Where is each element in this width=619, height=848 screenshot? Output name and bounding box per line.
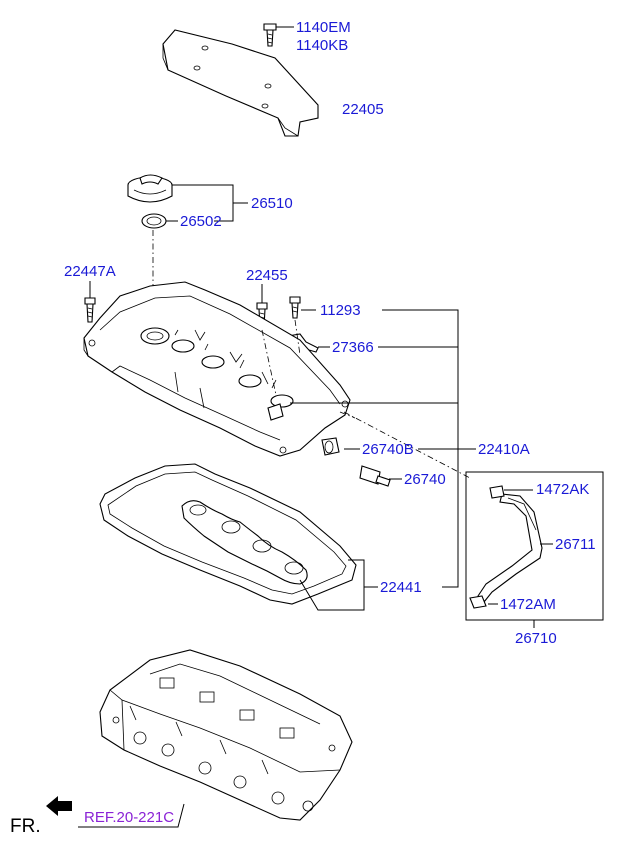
bolt-11293-part <box>289 296 301 319</box>
breather-hose-part <box>469 485 543 609</box>
label-22405[interactable]: 22405 <box>342 101 384 118</box>
label-26510[interactable]: 26510 <box>251 195 293 212</box>
label-11293[interactable]: 11293 <box>320 302 361 319</box>
label-1140em[interactable]: 1140EM <box>296 19 351 36</box>
bolt-22447a-part <box>84 297 96 323</box>
label-22441[interactable]: 22441 <box>380 579 422 596</box>
grommet-26740b-part <box>321 437 340 456</box>
front-marker-label: FR. <box>10 816 41 837</box>
label-1472am[interactable]: 1472AM <box>500 596 556 613</box>
label-26710[interactable]: 26710 <box>515 630 557 647</box>
engine-cover-part <box>162 29 319 137</box>
valve-cover-part <box>83 281 351 457</box>
label-27366[interactable]: 27366 <box>332 339 374 356</box>
label-22410a[interactable]: 22410A <box>478 441 530 458</box>
oil-filler-cap-part <box>127 174 173 229</box>
label-26711[interactable]: 26711 <box>555 536 596 553</box>
label-26740b[interactable]: 26740B <box>362 441 414 458</box>
label-26502[interactable]: 26502 <box>180 213 222 230</box>
pcv-valve-26740-part <box>359 465 391 487</box>
cylinder-head-part <box>99 649 353 821</box>
label-1140kb[interactable]: 1140KB <box>296 37 348 54</box>
label-22447a[interactable]: 22447A <box>64 263 116 280</box>
bolt-1140em-part <box>263 23 277 47</box>
label-26740[interactable]: 26740 <box>404 471 446 488</box>
label-1472ak[interactable]: 1472AK <box>536 481 589 498</box>
label-22455[interactable]: 22455 <box>246 267 288 284</box>
front-direction-arrow-icon <box>46 796 72 816</box>
valve-cover-gasket-part <box>99 463 357 605</box>
reference-link[interactable]: REF.20-221C <box>84 809 174 826</box>
